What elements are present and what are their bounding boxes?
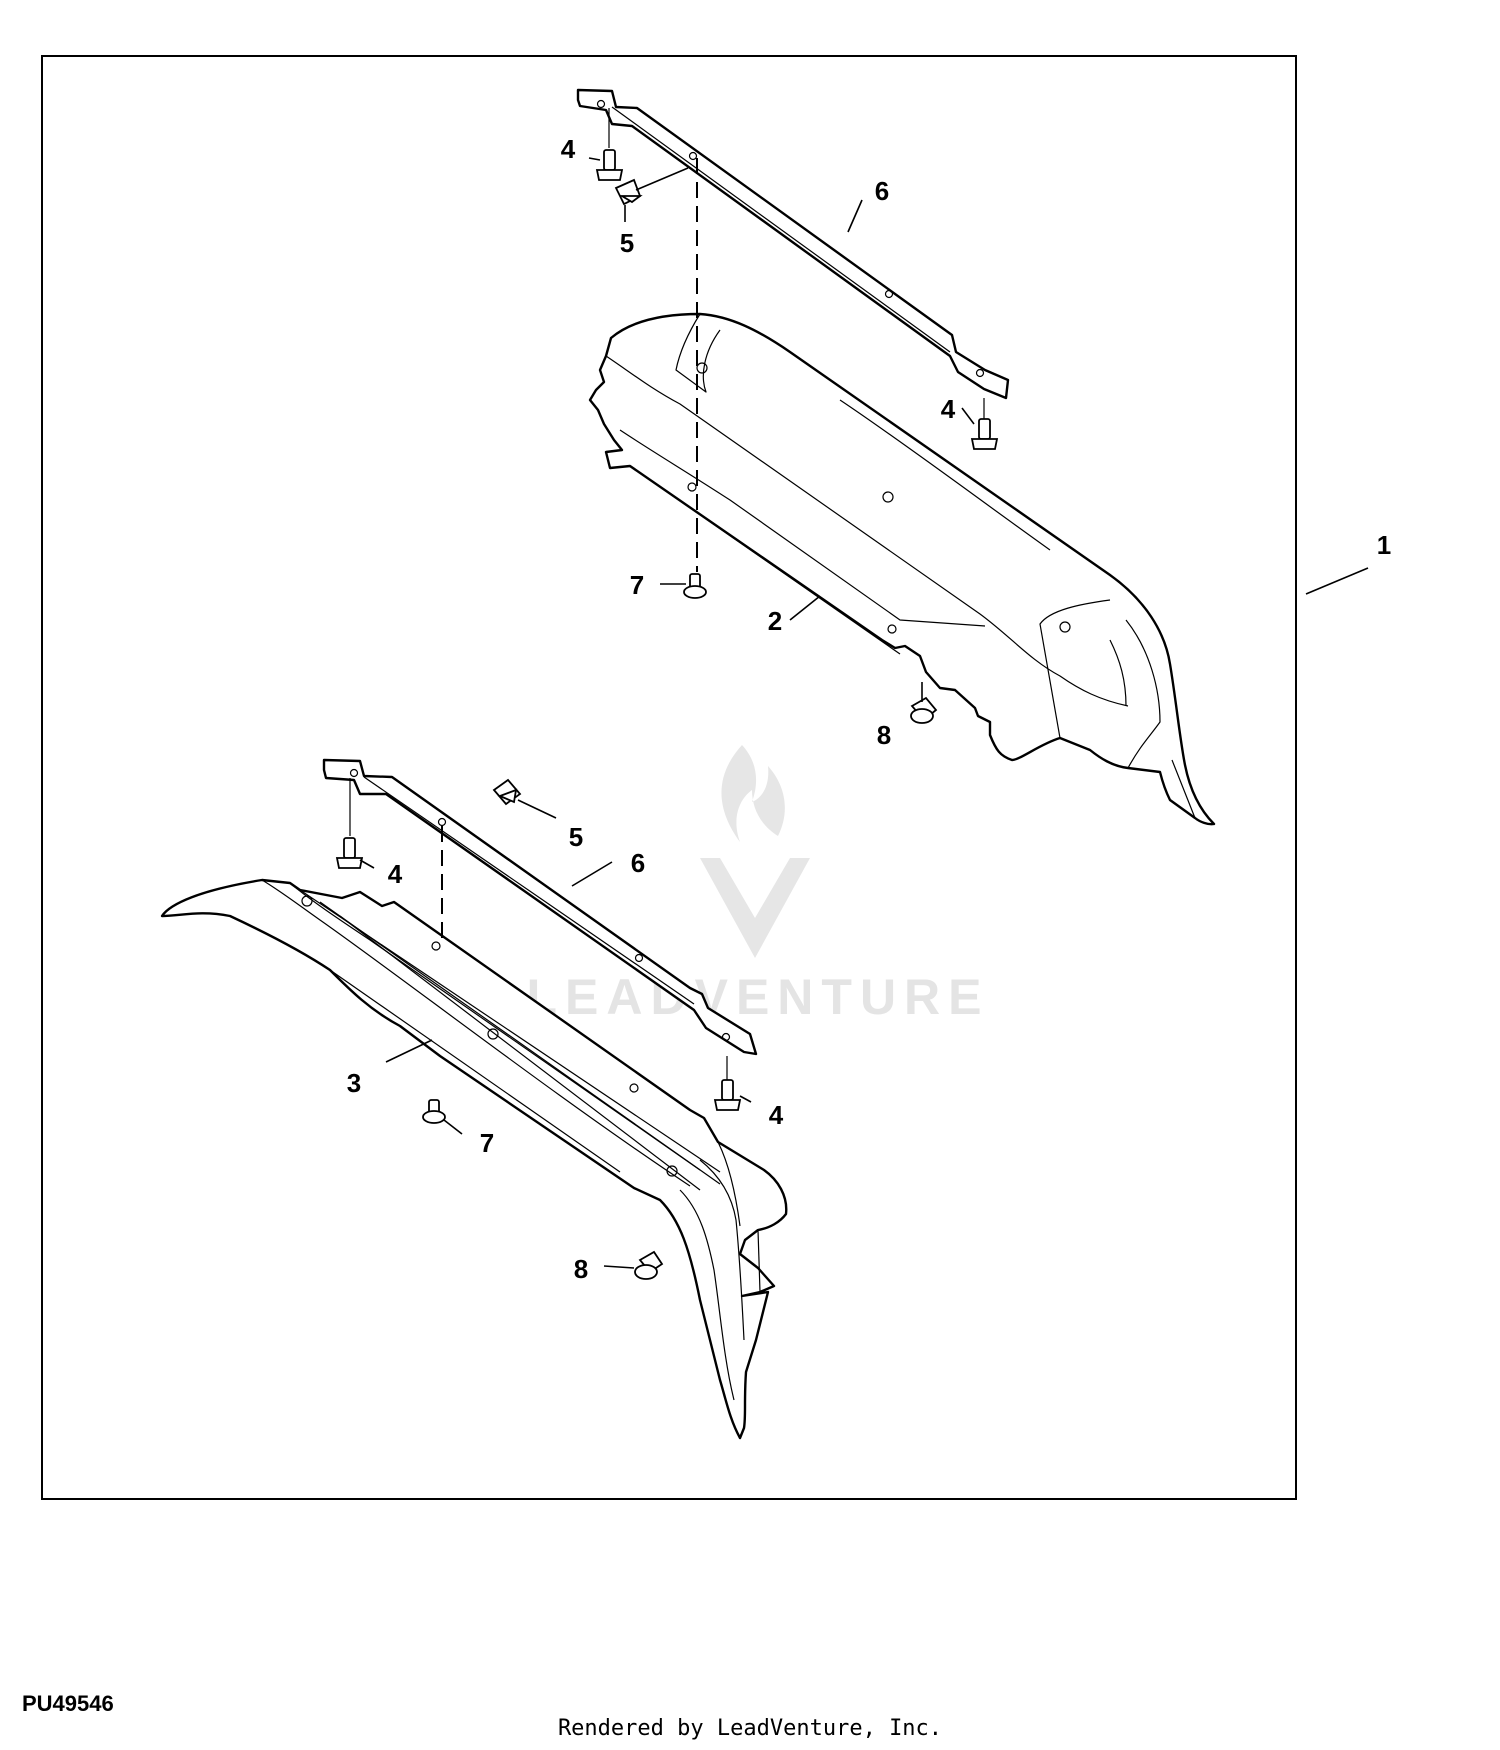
screw-lower-7 — [422, 1099, 446, 1124]
callout-8-lower: 8 — [574, 1254, 588, 1284]
callout-3: 3 — [347, 1068, 361, 1098]
callout-7-lower: 7 — [480, 1128, 494, 1158]
bolt-upper-left — [595, 108, 624, 181]
callout-5-lower: 5 — [569, 822, 583, 852]
upper-bracket — [576, 88, 1010, 400]
lower-bracket — [322, 758, 758, 1056]
callout-6-upper: 6 — [875, 176, 889, 206]
screw-lower-8 — [634, 1250, 664, 1280]
callout-numbers: 1 2 3 4 4 4 4 5 5 6 6 7 7 8 8 — [347, 134, 1391, 1284]
callout-4-upper-left: 4 — [561, 134, 576, 164]
figure-id: PU49546 — [22, 1691, 114, 1716]
bolt-upper-right — [970, 398, 999, 450]
callout-7-upper: 7 — [630, 570, 644, 600]
lower-shield — [160, 878, 788, 1440]
v-logo-mark — [700, 858, 810, 958]
bolt-lower-right — [713, 1056, 742, 1111]
callout-4-upper-right: 4 — [941, 394, 956, 424]
callout-4-lower-left: 4 — [388, 859, 403, 889]
render-credit: Rendered by LeadVenture, Inc. — [557, 1716, 943, 1741]
upper-shield — [588, 312, 1216, 826]
flame-logo-mark — [721, 745, 785, 842]
screw-upper-7 — [683, 573, 707, 599]
screw-upper-8 — [910, 696, 938, 724]
callout-5-upper: 5 — [620, 228, 634, 258]
callout-2: 2 — [768, 606, 782, 636]
callout-4-lower-right: 4 — [769, 1100, 784, 1130]
leadventure-watermark: LEADVENTURE — [526, 745, 989, 1025]
leader-lines — [359, 157, 1369, 1269]
callout-8-upper: 8 — [877, 720, 891, 750]
watermark-text: LEADVENTURE — [526, 969, 989, 1025]
callout-1: 1 — [1377, 530, 1391, 560]
nut-upper — [614, 178, 643, 206]
callout-6-lower: 6 — [631, 848, 645, 878]
bolt-lower-left — [335, 778, 364, 869]
kit-border — [41, 55, 1297, 1500]
nut-lower — [492, 778, 522, 806]
